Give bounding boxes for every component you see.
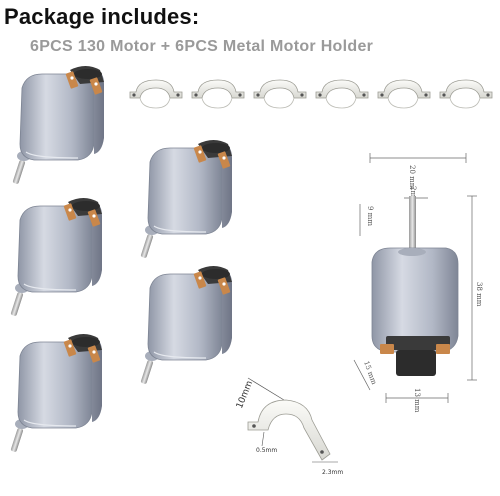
dim-shaft-length: 9 mm [366,206,374,226]
motor-holder [253,79,307,109]
motor-holder [439,79,493,109]
package-subtitle: 6PCS 130 Motor + 6PCS Metal Motor Holder [30,38,374,55]
dim-bottom: 13 mm [413,388,421,413]
motor-body [371,247,459,353]
dim-shaft-diameter: 2mm [409,186,417,204]
motor-holder [129,79,183,109]
motor-130 [139,265,233,385]
motor-shaft [409,196,416,248]
motor-130 [139,139,233,259]
dim-holder-width: 10mm [235,380,255,411]
motor-holder [315,79,369,109]
dim-holder-thickness: 0.5mm [256,447,277,454]
motor-130 [9,197,103,317]
motor-130 [9,333,103,453]
end-cap [396,350,436,376]
dim-height: 38 mm [475,282,483,307]
dim-holder-hole: 2.3mm [322,469,343,476]
motor-holder [191,79,245,109]
holder-diagram: 10mm 0.5mm 2.3mm [235,377,343,476]
holder-detail [247,399,331,461]
dim-depth: 15 mm [362,360,378,386]
motor-holder [377,79,431,109]
package-title: Package includes: [4,4,200,29]
dim-width: 20 mm [408,165,416,190]
motor-130 [11,65,105,185]
terminal [380,344,394,354]
motor-stack [9,65,233,453]
dimension-diagram: 20 mm 2mm 9 mm 38 mm 15 mm 13 mm [353,153,483,413]
holder-row [129,79,493,109]
terminal [436,344,450,354]
